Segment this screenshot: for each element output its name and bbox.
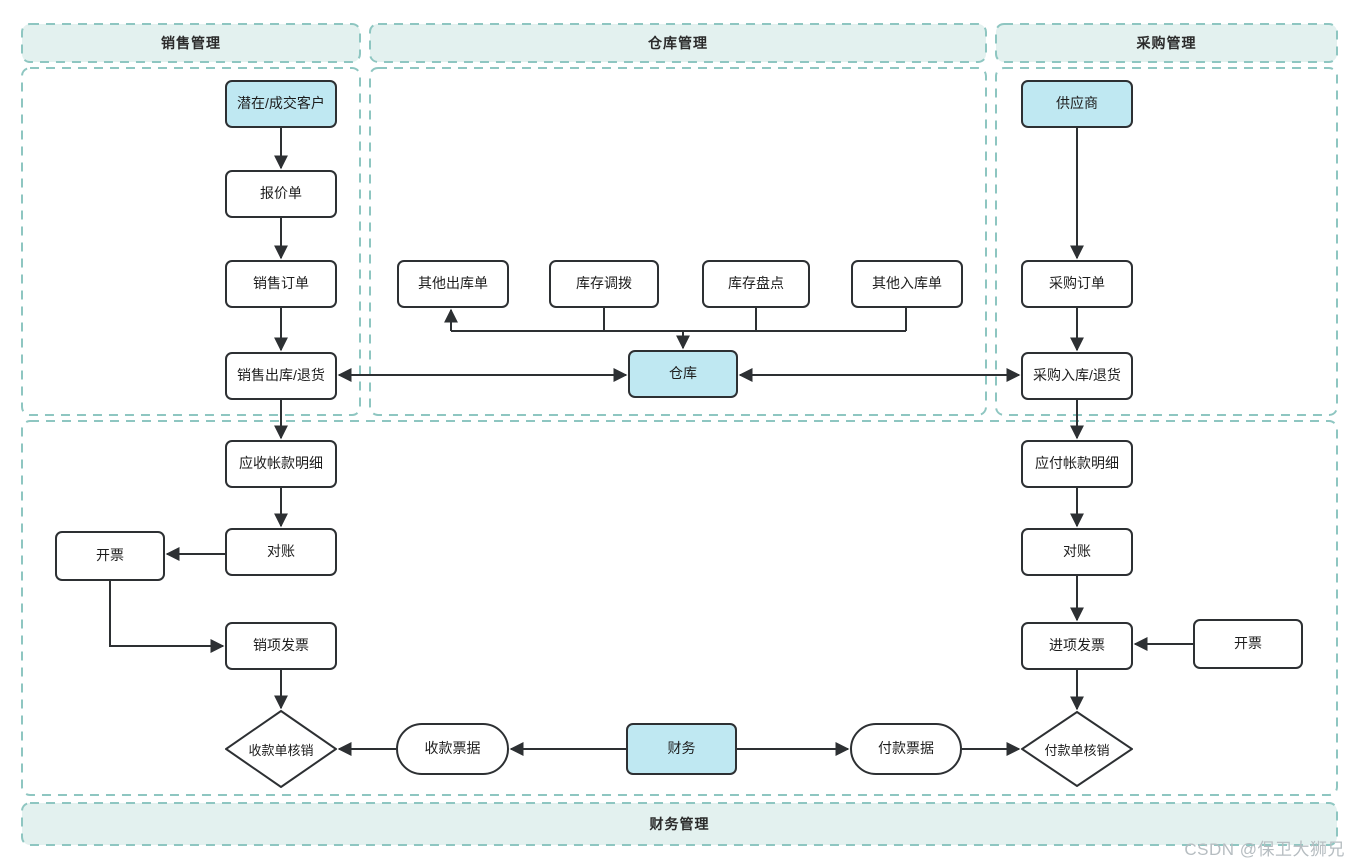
- invoice-left-node: 开票: [55, 531, 165, 581]
- edge-invoice-left-to-sales-invoice: [109, 581, 225, 653]
- inventory-transfer-node: 库存调拨: [549, 260, 659, 308]
- receipt-verify-diamond-shape: [225, 710, 337, 788]
- section-label-sales-header: 销售管理: [161, 35, 221, 51]
- section-frame-warehouse-body: [369, 67, 987, 416]
- section-frame-finance-body: [21, 420, 1338, 796]
- section-frame-warehouse-header: [369, 23, 987, 63]
- purchase-invoice-node: 进项发票: [1021, 622, 1133, 670]
- finance-node: 财务: [626, 723, 737, 775]
- section-label-finance-header: 财务管理: [649, 816, 710, 832]
- invoice-right-node: 开票: [1193, 619, 1303, 669]
- section-frame-purchase-header: [995, 23, 1338, 63]
- other-outbound-node: 其他出库单: [397, 260, 509, 308]
- recon-right-node: 对账: [1021, 528, 1133, 576]
- section-frame-finance-header: [21, 802, 1338, 846]
- payment-verify-node: 付款单核销: [1021, 711, 1133, 787]
- payment-verify-diamond-shape: [1021, 711, 1133, 787]
- receipt-bill-node: 收款票据: [396, 723, 509, 775]
- payment-bill-node: 付款票据: [850, 723, 962, 775]
- supplier-node: 供应商: [1021, 80, 1133, 128]
- ar-detail-node: 应收帐款明细: [225, 440, 337, 488]
- section-label-purchase-header: 采购管理: [1136, 35, 1197, 51]
- section-frame-sales-header: [21, 23, 361, 63]
- sales-invoice-node: 销项发票: [225, 622, 337, 670]
- other-inbound-node: 其他入库单: [851, 260, 963, 308]
- section-label-warehouse-header: 仓库管理: [648, 35, 708, 51]
- sales-order-node: 销售订单: [225, 260, 337, 308]
- inventory-count-node: 库存盘点: [702, 260, 810, 308]
- sales-outbound-node: 销售出库/退货: [225, 352, 337, 400]
- quotation-node: 报价单: [225, 170, 337, 218]
- payment-verify-label: 付款单核销: [1044, 742, 1110, 758]
- receipt-verify-label: 收款单核销: [248, 742, 314, 758]
- warehouse-node: 仓库: [628, 350, 738, 398]
- recon-left-node: 对账: [225, 528, 337, 576]
- purchase-inbound-node: 采购入库/退货: [1021, 352, 1133, 400]
- ap-detail-node: 应付帐款明细: [1021, 440, 1133, 488]
- watermark: CSDN @保卫大狮兄: [1184, 840, 1345, 859]
- receipt-verify-node: 收款单核销: [225, 710, 337, 788]
- connector-arrows-layer: [109, 128, 1193, 756]
- purchase-order-node: 采购订单: [1021, 260, 1133, 308]
- section-frame-purchase-body: [995, 67, 1338, 416]
- section-frames-layer: [21, 23, 1338, 846]
- customer-node: 潜在/成交客户: [225, 80, 337, 128]
- section-frame-sales-body: [21, 67, 361, 416]
